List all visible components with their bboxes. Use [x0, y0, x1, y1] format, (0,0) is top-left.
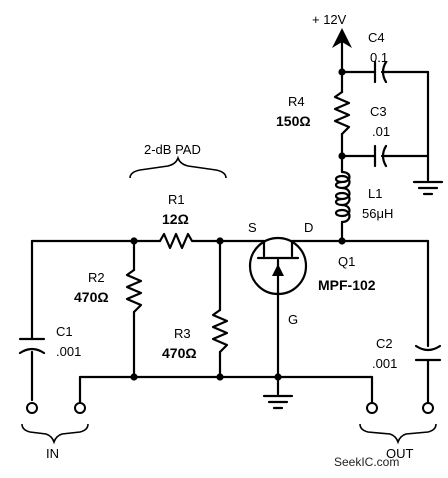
junction-dot	[274, 373, 282, 381]
supply-arrow	[332, 28, 352, 48]
capacitor-c4	[373, 60, 388, 84]
in-label: IN	[46, 446, 59, 461]
ground-symbol	[262, 394, 294, 410]
r3-ref: R3	[174, 326, 191, 341]
junction-dot	[130, 237, 138, 245]
out-terminals	[366, 402, 434, 414]
q1-part: MPF-102	[318, 277, 376, 293]
inductor-l1	[334, 170, 351, 243]
q1-ref: Q1	[338, 254, 355, 269]
pad-brace	[129, 155, 227, 179]
r2-ref: R2	[88, 270, 105, 285]
l1-value: 56μH	[362, 206, 393, 221]
junction-dot	[338, 237, 346, 245]
r4-ref: R4	[288, 94, 305, 109]
jfet-q1	[248, 236, 308, 296]
c4-value: 0.1	[370, 50, 388, 65]
r1-value: 12Ω	[162, 211, 189, 227]
resistor-r2	[125, 268, 143, 314]
supply-label: + 12V	[312, 12, 347, 27]
c4-ref: C4	[368, 30, 385, 45]
r1-ref: R1	[168, 192, 185, 207]
c2-value: .001	[372, 356, 397, 371]
ground-symbol	[412, 180, 444, 196]
q1-drain-label: D	[304, 220, 313, 235]
r2-value: 470Ω	[74, 289, 109, 305]
r4-value: 150Ω	[276, 113, 311, 129]
junction-dot	[216, 237, 224, 245]
pad-label: 2-dB PAD	[144, 142, 201, 157]
l1-ref: L1	[368, 186, 382, 201]
c1-ref: C1	[56, 324, 73, 339]
in-brace	[21, 423, 89, 445]
watermark: SeekIC.com	[334, 455, 399, 469]
resistor-r4	[333, 90, 351, 136]
out-label: OUT	[386, 446, 414, 461]
q1-gate-label: G	[288, 312, 298, 327]
junction-dot	[338, 68, 346, 76]
capacitor-c1	[18, 337, 46, 355]
r3-value: 470Ω	[162, 345, 197, 361]
resistor-r3	[211, 308, 229, 354]
junction-dot	[130, 373, 138, 381]
capacitor-c2	[414, 344, 442, 362]
junction-dot	[338, 152, 346, 160]
junction-dot	[216, 373, 224, 381]
out-brace	[359, 423, 437, 445]
q1-source-label: S	[248, 220, 257, 235]
c1-value: .001	[56, 344, 81, 359]
signal-wires	[30, 239, 430, 406]
capacitor-c3	[373, 144, 388, 168]
in-terminals	[26, 402, 86, 414]
resistor-r1	[158, 232, 196, 250]
c3-ref: C3	[370, 104, 387, 119]
c3-value: .01	[372, 124, 390, 139]
c2-ref: C2	[376, 336, 393, 351]
